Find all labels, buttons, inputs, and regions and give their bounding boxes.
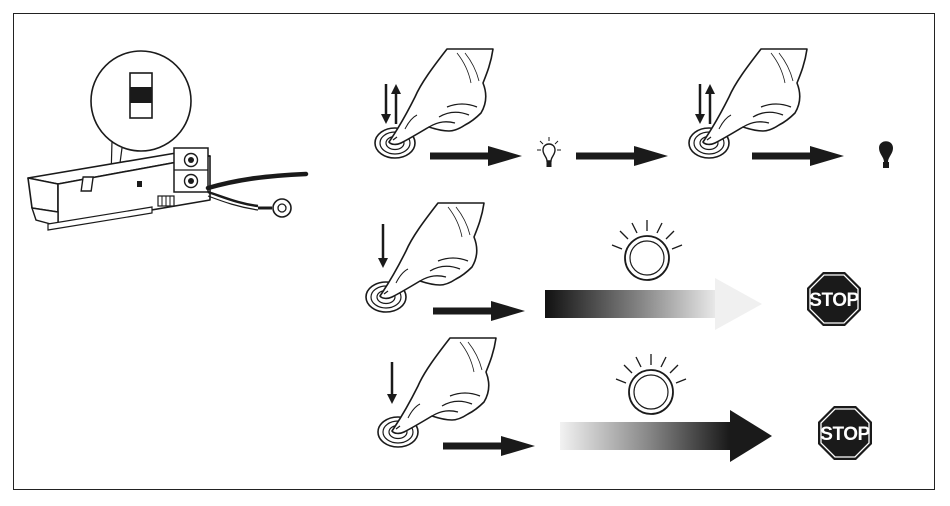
row-1 xyxy=(375,49,893,168)
bulb-solid-icon xyxy=(879,141,893,168)
single-arrow-down-icon xyxy=(378,224,388,268)
finger-press-icon xyxy=(375,49,493,158)
ring-light-icon xyxy=(612,220,682,280)
finger-press-icon xyxy=(689,49,807,158)
fade-arrow-dark xyxy=(560,410,772,462)
bulb-outline-icon xyxy=(537,137,561,167)
row-2: STOP xyxy=(366,203,861,330)
stop-label: STOP xyxy=(809,290,859,311)
double-arrow-icon xyxy=(381,84,401,124)
device-with-dip-switch xyxy=(28,51,306,230)
stop-label: STOP xyxy=(820,424,870,445)
ring-light-icon xyxy=(616,354,686,414)
double-arrow-icon xyxy=(695,84,715,124)
arrow-icon xyxy=(576,146,668,166)
stop-sign-icon: STOP xyxy=(807,272,861,326)
stop-sign-icon: STOP xyxy=(818,406,872,460)
arrow-icon xyxy=(443,436,535,456)
single-arrow-down-icon xyxy=(387,362,397,404)
arrow-icon xyxy=(433,301,525,321)
row-3: STOP xyxy=(378,338,872,462)
fade-arrow-light xyxy=(545,278,762,330)
finger-press-icon xyxy=(378,338,496,447)
arrow-icon xyxy=(430,146,522,166)
arrow-icon xyxy=(752,146,844,166)
